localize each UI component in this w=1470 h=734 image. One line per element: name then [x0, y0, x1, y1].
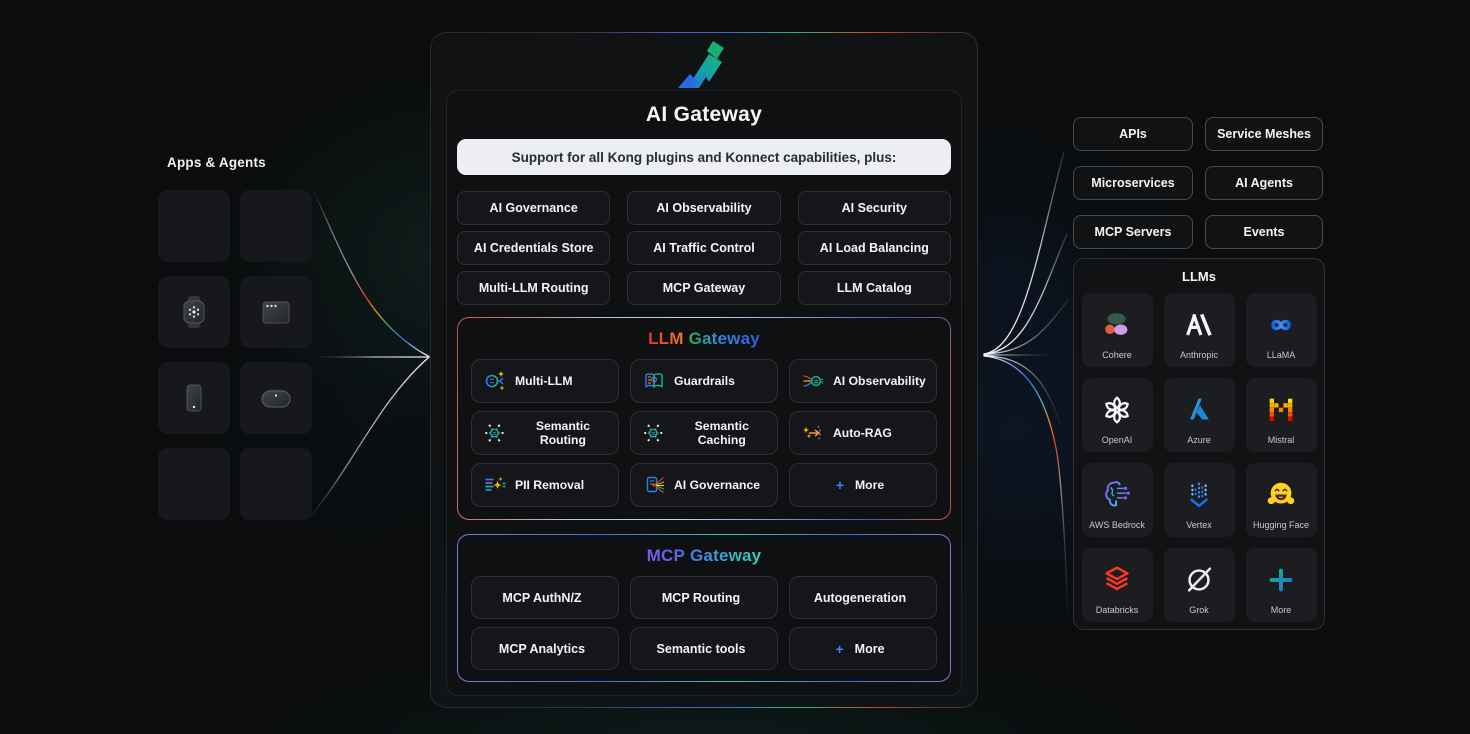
llm-item-multi-llm[interactable]: Multi-LLM	[471, 359, 619, 403]
llm-item-auto-rag[interactable]: Auto-RAG	[789, 411, 937, 455]
azure-logo-icon	[1190, 398, 1209, 419]
mcp-gateway-title: MCP Gateway	[646, 546, 762, 565]
button-apis[interactable]: APIs	[1073, 117, 1193, 151]
apps-agents-label: Apps & Agents	[167, 155, 266, 170]
llms-title: LLMs	[1182, 269, 1216, 284]
databricks-logo-icon	[1105, 565, 1129, 590]
openai-logo-icon	[1105, 395, 1129, 424]
ai-gateway-panel: AI Gateway Support for all Kong plugins …	[446, 90, 962, 696]
provider-hugging-face[interactable]: Hugging Face	[1245, 463, 1317, 537]
button-ai-agents[interactable]: AI Agents	[1205, 166, 1323, 200]
plus-more-icon	[1269, 568, 1293, 591]
mcp-item-authnz[interactable]: MCP AuthN/Z	[471, 576, 619, 619]
device-tile-smartphone	[158, 362, 230, 434]
capability-mcp-gateway[interactable]: MCP Gateway	[627, 271, 781, 305]
mcp-gateway-section: MCP Gateway MCP AuthN/Z MCP Routing Auto…	[457, 534, 951, 682]
ai-governance-icon	[646, 476, 665, 493]
provider-cohere[interactable]: Cohere	[1081, 293, 1153, 367]
llm-item-ai-governance[interactable]: AI Governance	[630, 463, 778, 507]
plus-icon: +	[835, 640, 844, 657]
mcp-item-analytics[interactable]: MCP Analytics	[471, 627, 619, 670]
support-banner: Support for all Kong plugins and Konnect…	[457, 139, 951, 175]
provider-grok[interactable]: Grok	[1163, 548, 1235, 622]
llama-meta-logo-icon	[1271, 319, 1291, 330]
semantic-caching-icon	[644, 424, 663, 442]
provider-openai[interactable]: OpenAI	[1081, 378, 1153, 452]
llm-item-ai-observability[interactable]: AI Observability	[789, 359, 937, 403]
mcp-item-autogeneration[interactable]: Autogeneration	[789, 576, 937, 619]
llm-item-semantic-caching[interactable]: Semantic Caching	[630, 411, 778, 455]
anthropic-logo-icon	[1186, 313, 1212, 336]
device-tile-blank	[240, 448, 312, 520]
llms-panel: LLMs Cohere Anthropic	[1073, 258, 1325, 630]
llm-gateway-title: LLM Gateway	[648, 329, 760, 348]
vertex-logo-icon	[1190, 482, 1208, 507]
aws-bedrock-logo-icon	[1105, 480, 1130, 507]
provider-llama[interactable]: LLaMA	[1245, 293, 1317, 367]
hugging-face-logo-icon	[1267, 482, 1295, 504]
consumer-buttons: APIs Service Meshes Microservices AI Age…	[1073, 117, 1323, 249]
llm-item-semantic-routing[interactable]: Semantic Routing	[471, 411, 619, 455]
device-tile-blank	[240, 190, 312, 262]
mcp-item-semantic-tools[interactable]: Semantic tools	[630, 627, 778, 670]
provider-databricks[interactable]: Databricks	[1081, 548, 1153, 622]
smartwatch-icon	[183, 296, 205, 328]
llm-item-pii-removal[interactable]: PII Removal	[471, 463, 619, 507]
pii-removal-icon	[485, 476, 506, 491]
smartphone-icon	[186, 384, 202, 412]
llm-item-more[interactable]: + More	[789, 463, 937, 507]
capability-ai-credentials-store[interactable]: AI Credentials Store	[457, 231, 611, 265]
device-tile-blank	[158, 448, 230, 520]
capability-ai-security[interactable]: AI Security	[797, 191, 951, 225]
capability-grid: AI Governance AI Observability AI Securi…	[457, 191, 951, 305]
ai-observability-icon	[803, 375, 823, 387]
button-microservices[interactable]: Microservices	[1073, 166, 1193, 200]
provider-mistral[interactable]: Mistral	[1245, 378, 1317, 452]
mcp-item-routing[interactable]: MCP Routing	[630, 576, 778, 619]
multi-llm-icon	[485, 371, 505, 391]
provider-azure[interactable]: Azure	[1163, 378, 1235, 452]
capability-multi-llm-routing[interactable]: Multi-LLM Routing	[457, 271, 611, 305]
llm-item-guardrails[interactable]: Guardrails	[630, 359, 778, 403]
mcp-item-more[interactable]: + More	[789, 627, 937, 670]
capability-llm-catalog[interactable]: LLM Catalog	[797, 271, 951, 305]
llm-gateway-section: LLM Gateway Multi-LLM	[457, 317, 951, 520]
capability-ai-governance[interactable]: AI Governance	[457, 191, 611, 225]
ai-gateway-title: AI Gateway	[645, 103, 763, 126]
plus-icon: +	[835, 477, 845, 493]
button-service-meshes[interactable]: Service Meshes	[1205, 117, 1323, 151]
capability-ai-traffic-control[interactable]: AI Traffic Control	[627, 231, 781, 265]
guardrails-icon	[645, 373, 663, 388]
grok-logo-icon	[1187, 566, 1212, 592]
mistral-logo-icon	[1269, 398, 1293, 421]
provider-aws-bedrock[interactable]: AWS Bedrock	[1081, 463, 1153, 537]
device-tile-browser	[240, 276, 312, 348]
browser-window-icon	[262, 301, 290, 324]
provider-anthropic[interactable]: Anthropic	[1163, 293, 1235, 367]
ai-gateway-card: AI Gateway Support for all Kong plugins …	[430, 32, 978, 708]
kong-logo-icon	[666, 38, 742, 97]
device-grid	[158, 190, 312, 520]
semantic-routing-icon	[485, 424, 504, 442]
provider-vertex[interactable]: Vertex	[1163, 463, 1235, 537]
button-mcp-servers[interactable]: MCP Servers	[1073, 215, 1193, 249]
device-tile-smart-speaker	[240, 362, 312, 434]
capability-ai-load-balancing[interactable]: AI Load Balancing	[797, 231, 951, 265]
button-events[interactable]: Events	[1205, 215, 1323, 249]
cohere-logo-icon	[1105, 312, 1128, 335]
auto-rag-icon	[803, 425, 821, 441]
smart-speaker-icon	[261, 389, 291, 408]
provider-more[interactable]: More	[1245, 548, 1317, 622]
device-tile-blank	[158, 190, 230, 262]
capability-ai-observability[interactable]: AI Observability	[627, 191, 781, 225]
device-tile-smartwatch	[158, 276, 230, 348]
